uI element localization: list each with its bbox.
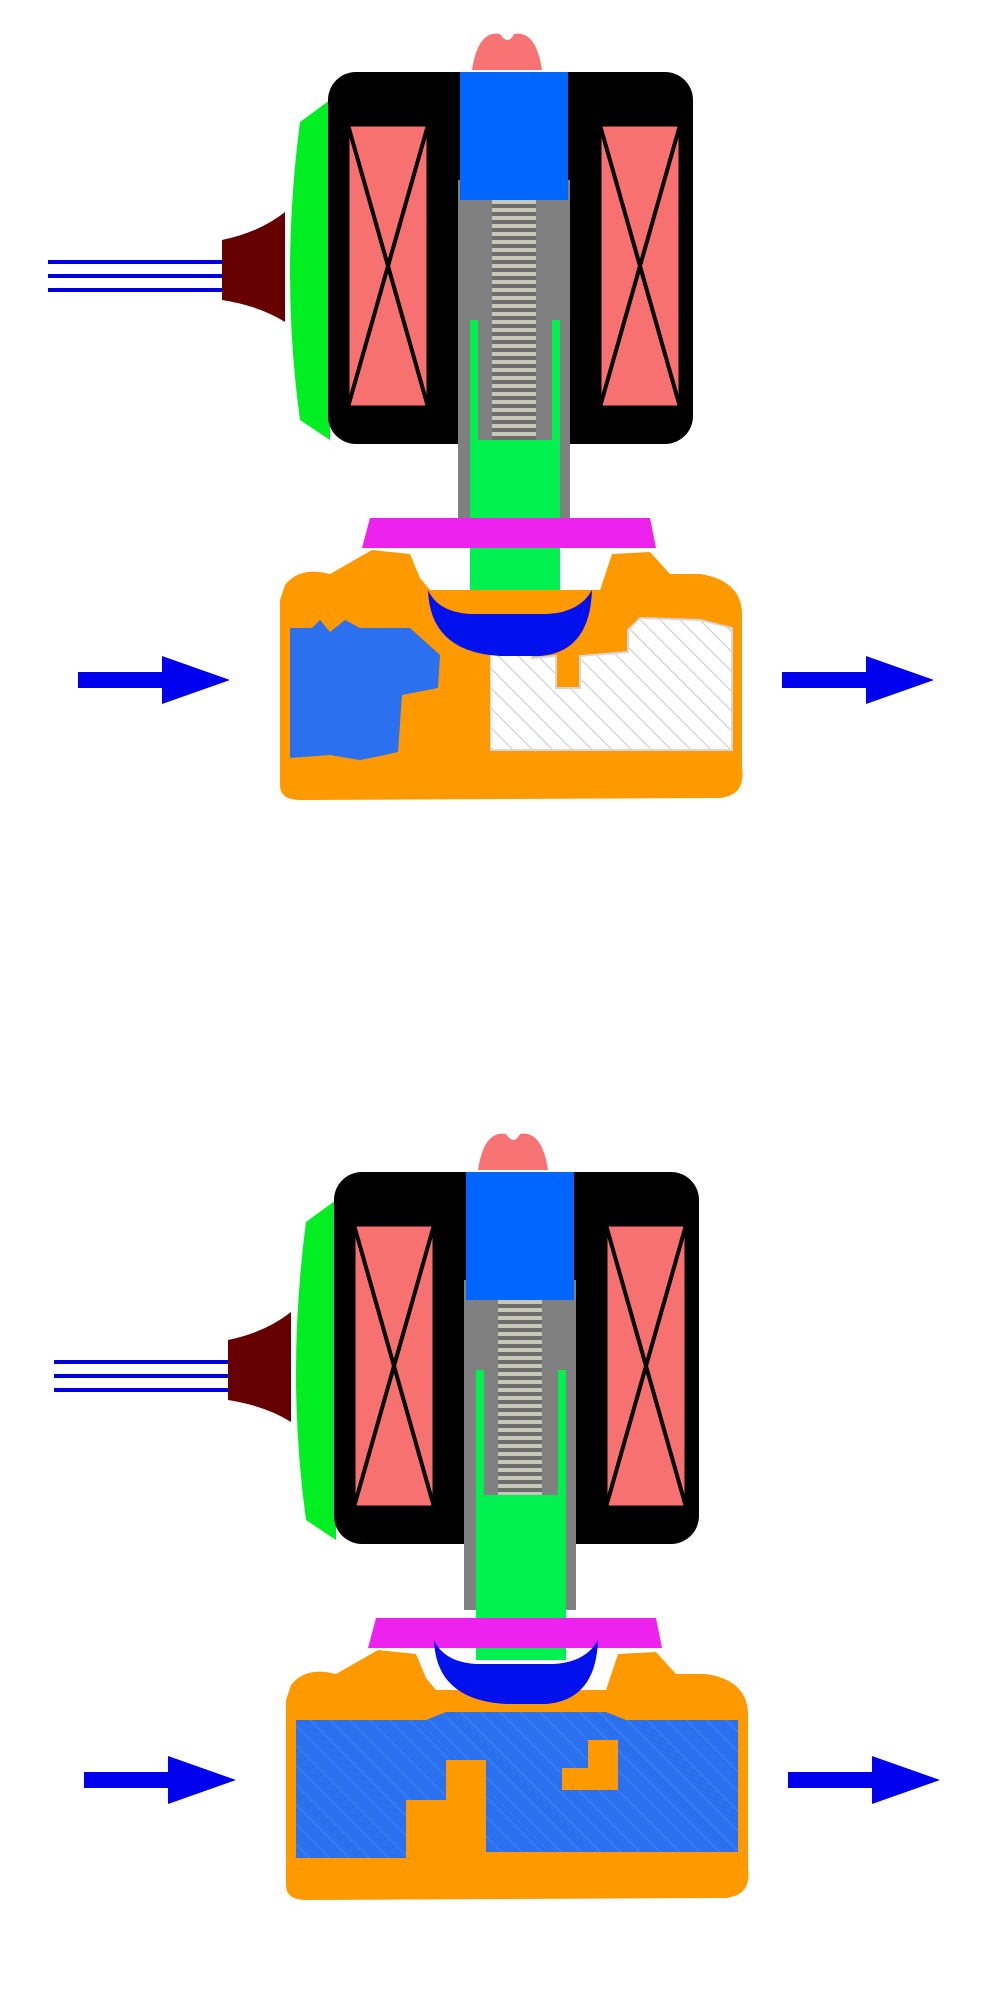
valve-seat (440, 640, 490, 760)
connector (228, 1312, 291, 1422)
coil-cross-icon (600, 125, 680, 407)
core-top (460, 72, 568, 200)
coil-cross-icon (606, 1225, 686, 1507)
top-nub (472, 34, 542, 70)
fluid-chamber (296, 1712, 738, 1858)
flow-arrow-icon (788, 1756, 940, 1804)
connector (222, 212, 285, 322)
coil-cross-icon (354, 1225, 434, 1507)
spring-icon (492, 200, 536, 440)
flow-arrow-icon (78, 656, 230, 704)
spring-icon (498, 1300, 542, 1495)
core-top (466, 1172, 574, 1300)
wire-lead-icon (54, 1362, 231, 1390)
bonnet-plate (368, 1618, 662, 1648)
valve-open-panel (54, 1134, 940, 1900)
connector-cap (290, 100, 330, 440)
flow-arrow-icon (84, 1756, 236, 1804)
bonnet-plate (362, 518, 656, 548)
flow-arrow-icon (782, 656, 934, 704)
connector-cap (296, 1200, 336, 1540)
top-nub (478, 1134, 548, 1170)
coil-cross-icon (348, 125, 428, 407)
wire-lead-icon (48, 262, 225, 290)
valve-closed-panel (48, 34, 934, 800)
